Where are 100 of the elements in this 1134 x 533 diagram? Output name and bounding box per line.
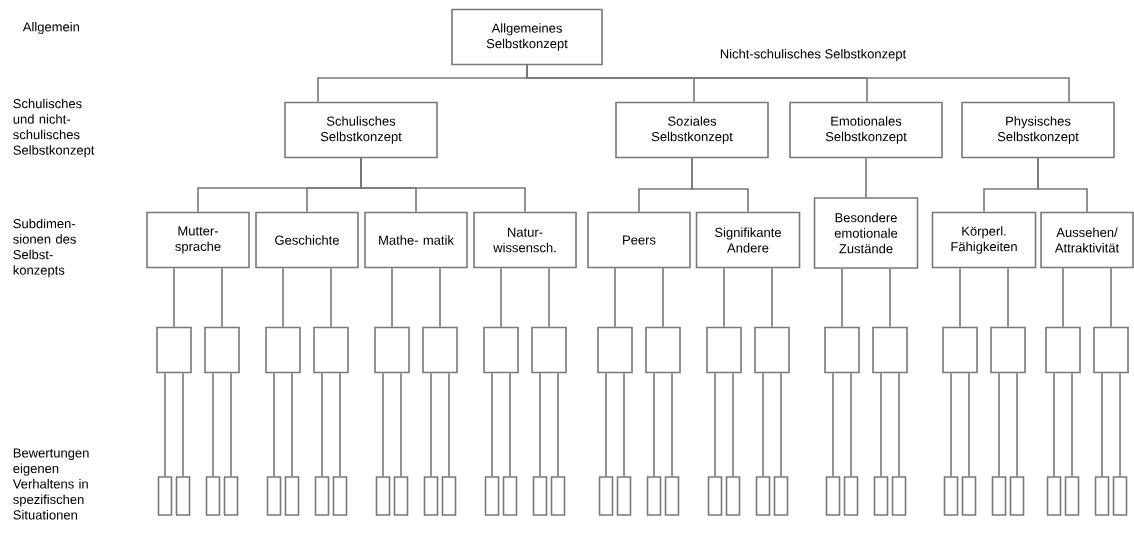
connector-line xyxy=(889,268,891,328)
concept-box: Geschichte xyxy=(255,211,359,269)
item-box xyxy=(550,476,566,516)
connector-line xyxy=(968,372,970,477)
connector-line xyxy=(1016,372,1018,477)
item-box xyxy=(532,476,548,516)
connector-line xyxy=(221,267,223,328)
connector-line xyxy=(662,267,664,328)
item-box xyxy=(725,476,741,516)
connector-line xyxy=(491,372,493,477)
concept-box: Mutter- sprache xyxy=(146,211,250,269)
item-box xyxy=(942,326,978,374)
item-box xyxy=(1093,326,1129,374)
item-box xyxy=(204,326,240,374)
item-box xyxy=(597,326,633,374)
connector-line xyxy=(1053,372,1055,477)
item-box xyxy=(598,476,614,516)
concept-box: Besondere emotionale Zustände xyxy=(813,197,919,269)
item-box xyxy=(706,326,742,374)
connector-line xyxy=(732,372,734,477)
connector-line xyxy=(173,267,175,328)
connector-line xyxy=(212,372,214,477)
connector-line xyxy=(1110,267,1112,328)
connector-line xyxy=(832,372,834,477)
connector-line xyxy=(230,372,232,477)
item-box xyxy=(332,476,348,516)
connector-line xyxy=(653,372,655,477)
item-box xyxy=(754,326,790,374)
connector-line xyxy=(1062,267,1064,328)
item-box xyxy=(1112,476,1128,516)
connector-line xyxy=(780,372,782,477)
item-box xyxy=(374,326,410,374)
connector-line xyxy=(614,267,616,328)
connector-line xyxy=(1101,372,1103,477)
item-box xyxy=(824,326,860,374)
item-box xyxy=(422,326,458,374)
connector-line xyxy=(321,372,323,477)
connector-line xyxy=(339,372,341,477)
connector-line xyxy=(691,157,749,213)
connector-line xyxy=(448,372,450,477)
connector-line xyxy=(762,372,764,477)
connector-line xyxy=(382,372,384,477)
item-box xyxy=(773,476,789,516)
item-box xyxy=(825,476,841,516)
connector-line xyxy=(557,372,559,477)
connector-line xyxy=(360,157,526,213)
connector-line xyxy=(723,267,725,328)
connector-line xyxy=(391,267,393,328)
connector-line xyxy=(282,267,284,328)
connector-line xyxy=(439,267,441,328)
item-box xyxy=(990,326,1026,374)
row-label: Bewertungen eigenen Verhaltens in spezifischen Situationen xyxy=(12,448,89,520)
concept-box: Physisches Selbstkonzept xyxy=(961,101,1115,159)
item-box xyxy=(664,476,680,516)
item-box xyxy=(1045,326,1081,374)
item-box xyxy=(223,476,239,516)
connector-line xyxy=(671,372,673,477)
connector-line xyxy=(548,267,550,328)
connector-line xyxy=(841,268,843,328)
item-box xyxy=(645,326,681,374)
connector-line xyxy=(1037,157,1088,213)
concept-box: Aussehen/ Attraktivität xyxy=(1040,211,1134,269)
connector-line xyxy=(898,372,900,477)
concept-box: Mathe- matik xyxy=(364,211,468,269)
row-label: Subdimen- sionen des Selbst- konzepts xyxy=(13,218,76,278)
connector-line xyxy=(182,372,184,477)
concept-box: Schulisches Selbstkonzept xyxy=(284,101,438,159)
connector-line xyxy=(400,372,402,477)
connector-line xyxy=(273,372,275,477)
connector-line xyxy=(950,372,952,477)
item-box xyxy=(423,476,439,516)
connector-line xyxy=(526,64,1070,103)
item-box xyxy=(175,476,191,516)
item-box xyxy=(843,476,859,516)
connector-line xyxy=(500,267,502,328)
concept-box: Körperl. Fähigkeiten xyxy=(931,211,1037,269)
row-label: Allgemein xyxy=(22,21,80,35)
item-box xyxy=(873,476,889,516)
item-box xyxy=(646,476,662,516)
item-box xyxy=(1094,476,1110,516)
item-box xyxy=(314,476,330,516)
connector-line xyxy=(850,372,852,477)
connector-line xyxy=(430,372,432,477)
concept-box: Emotionales Selbstkonzept xyxy=(789,101,943,159)
concept-box: Natur- wissensch. xyxy=(473,211,577,269)
connector-line xyxy=(865,157,867,198)
connector-line xyxy=(509,372,511,477)
connector-line xyxy=(291,372,293,477)
connector-line xyxy=(1071,372,1073,477)
item-box xyxy=(157,476,173,516)
connector-line xyxy=(714,372,716,477)
connector-line xyxy=(605,372,607,477)
row-label: Schulisches und nicht- schulisches Selbstkonzept xyxy=(13,98,95,158)
connector-line xyxy=(959,267,961,328)
item-box xyxy=(265,326,301,374)
connector-line xyxy=(771,267,773,328)
concept-box: Allgemeines Selbstkonzept xyxy=(451,8,603,66)
item-box xyxy=(313,326,349,374)
item-box xyxy=(707,476,723,516)
item-box xyxy=(961,476,977,516)
